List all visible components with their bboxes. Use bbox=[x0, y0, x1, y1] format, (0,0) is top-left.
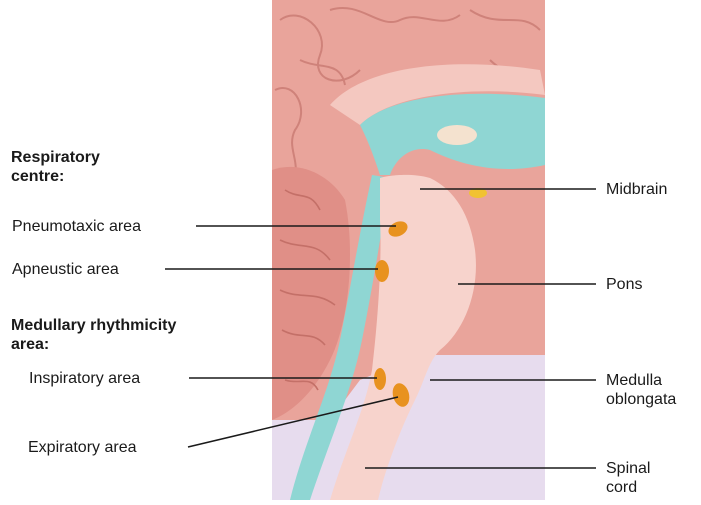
thalamic-adhesion bbox=[437, 125, 477, 145]
expiratory-label: Expiratory area bbox=[28, 438, 137, 457]
apneustic-label: Apneustic area bbox=[12, 260, 119, 279]
medulla-label: Medulla oblongata bbox=[606, 371, 676, 409]
pons-label: Pons bbox=[606, 275, 642, 294]
inspiratory-nucleus bbox=[374, 368, 386, 390]
spinal-cord-label: Spinal cord bbox=[606, 459, 650, 497]
respiratory-centre-heading: Respiratory centre: bbox=[11, 148, 100, 186]
medullary-heading: Medullary rhythmicity area: bbox=[11, 316, 176, 354]
apneustic-nucleus bbox=[375, 260, 389, 282]
midbrain-label: Midbrain bbox=[606, 180, 667, 199]
pneumotaxic-label: Pneumotaxic area bbox=[12, 217, 141, 236]
inspiratory-label: Inspiratory area bbox=[29, 369, 140, 388]
